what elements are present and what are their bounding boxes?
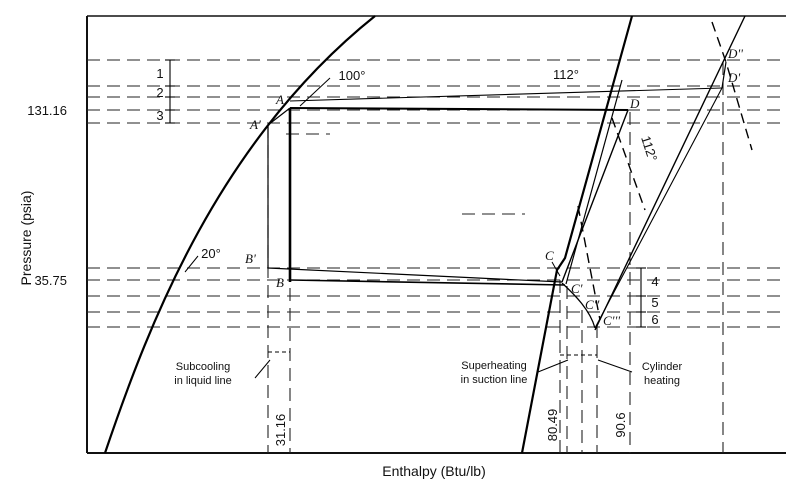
isentropic-compression-line	[594, 15, 746, 331]
annotation-markers	[184, 77, 633, 379]
annotation-cylinder: Cylinder	[642, 361, 683, 373]
state-point-label: A	[275, 92, 284, 107]
cycle-line-b-c	[289, 279, 566, 286]
state-point-label: D'	[727, 70, 740, 85]
isotherm-112-dashed	[611, 117, 646, 211]
bracket-label: 1	[156, 66, 163, 81]
state-point-label: D''	[727, 46, 743, 61]
t20-pointer	[184, 255, 199, 273]
temperature-label: 112°	[638, 134, 660, 163]
d-prime-to-d-double-prime	[721, 61, 727, 89]
cycle-line-a-prime-a	[267, 107, 291, 126]
dashed-pressure-lines	[87, 59, 786, 328]
temperature-label: 100°	[339, 68, 366, 83]
subcooling-pointer	[254, 359, 271, 379]
state-point-label: C	[545, 248, 554, 263]
bracket-label: 5	[651, 295, 658, 310]
state-point-label: B	[276, 275, 284, 290]
compression-line-c-d	[561, 109, 629, 283]
state-point-label: C'''	[603, 313, 620, 328]
y-tick-label: 131.16	[27, 103, 67, 118]
annotation-superheating: in suction line	[461, 374, 528, 386]
state-point-label: C'	[571, 281, 583, 296]
c-pointer	[551, 261, 561, 277]
compression-line-c3-d-prime	[594, 87, 723, 329]
cycle-line-a-d	[289, 107, 629, 111]
bracket-label: 6	[651, 312, 658, 327]
x-tick-label: 80.49	[545, 409, 560, 442]
state-point-label: A'	[249, 117, 261, 132]
superheat-pointer	[537, 359, 569, 373]
annotation-superheating: Superheating	[461, 360, 526, 372]
saturation-curves	[103, 15, 634, 454]
diagram-labels: Enthalpy (Btu/lb) Pressure (psia) 131.16…	[18, 46, 743, 479]
compression-line-c-d2	[565, 79, 623, 285]
y-axis-label: Pressure (psia)	[18, 191, 34, 286]
x-tick-label: 31.16	[273, 414, 288, 447]
bracket-label: 2	[156, 85, 163, 100]
plot-frame	[86, 15, 786, 454]
cycle-line-a-d-prime	[289, 87, 723, 102]
annotation-subcooling: Subcooling	[176, 361, 230, 373]
temperature-label: 20°	[201, 246, 221, 261]
cylinder-pointer	[597, 359, 633, 373]
cycle-line-b-prime-c	[267, 267, 563, 283]
bracket-label: 4	[651, 274, 658, 289]
x-tick-label: 90.6	[613, 412, 628, 437]
annotation-cylinder: heating	[644, 375, 680, 387]
saturated-liquid-curve	[103, 15, 376, 454]
state-point-label: B'	[245, 251, 256, 266]
annotation-subcooling: in liquid line	[174, 375, 231, 387]
left-brackets	[165, 59, 175, 124]
refrigeration-cycle	[267, 61, 727, 329]
bracket-label: 3	[156, 108, 163, 123]
dashed-enthalpy-lines	[267, 62, 724, 453]
x-axis-label: Enthalpy (Btu/lb)	[382, 463, 486, 479]
y-tick-label: 35.75	[34, 273, 67, 288]
t100-pointer	[299, 77, 331, 107]
right-brackets	[636, 267, 646, 328]
saturated-vapor-curve	[520, 15, 634, 454]
state-point-label: D	[629, 96, 640, 111]
temperature-label: 112°	[553, 67, 579, 82]
isotherm-112-right	[711, 21, 753, 151]
state-point-label: C''	[585, 297, 599, 312]
superheat-curve-c-c3	[561, 282, 596, 329]
